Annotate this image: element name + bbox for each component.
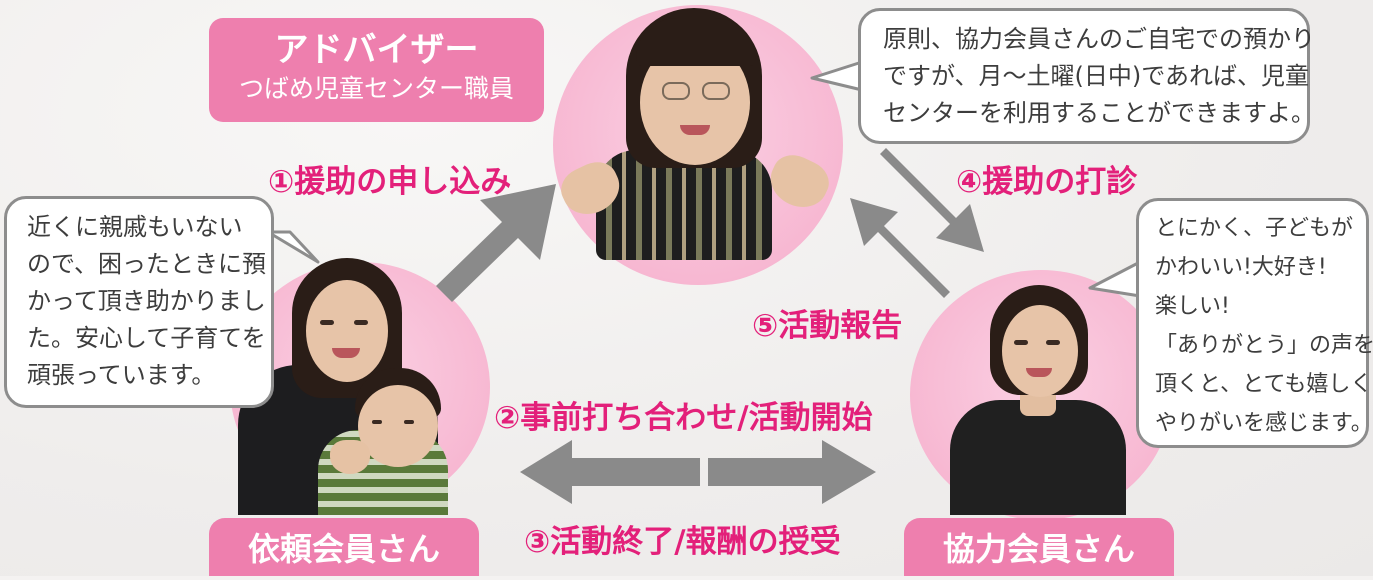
advisor-title: アドバイザー [274,30,479,70]
advisor-bubble-line: センターを利用することができますよ。 [883,99,1315,127]
advisor-bubble: 原則、協力会員さんのご自宅での預かり ですが、月〜土曜(日中)であれば、児童 セ… [858,8,1315,144]
arrow-step1 [436,184,556,302]
advisor-bubble-tail [810,60,864,92]
arrow-right [708,440,876,504]
requester-bubble-tail [266,230,320,264]
arrow-step5 [850,198,966,298]
child-face [358,385,438,467]
requester-bubble-line: た。安心して子育てを [27,324,266,352]
advisor-badge: アドバイザー つばめ児童センター職員 [209,18,544,122]
advisor-bubble-line: 原則、協力会員さんのご自宅での預かり [883,25,1315,53]
helper-bubble-line: とにかく、子どもが [1155,216,1354,241]
requester-bubble-line: かって頂き助かりまし [27,287,266,315]
requester-bubble-line: 近くに親戚もいない [27,213,243,241]
helper-bubble-tail [1088,260,1142,298]
helper-face [1002,305,1078,397]
step1-label: ①援助の申し込み [268,164,512,200]
step4-label: ④援助の打診 [956,164,1138,200]
advisor-subtitle: つばめ児童センター職員 [238,74,514,103]
advisor-bubble-line: ですが、月〜土曜(日中)であれば、児童 [883,62,1310,90]
helper-badge: 協力会員さん [904,518,1174,576]
mother-face [306,280,388,382]
helper-bubble-line: 頂くと、とても嬉しく [1155,372,1373,397]
arrow-step4 [864,148,984,252]
step2-label: ②事前打ち合わせ/活動開始 [494,400,873,436]
requester-bubble-line: 頑張っています。 [27,361,216,389]
helper-bubble-line: 「ありがとう」の声を [1155,333,1373,358]
requester-label: 依頼会員さん [247,530,440,568]
helper-dress [950,400,1126,515]
helper-bubble-line: かわいい!大好き! [1155,255,1327,280]
step5-label: ⑤活動報告 [752,308,903,344]
requester-badge: 依頼会員さん [209,518,479,576]
step3-label: ③活動終了/報酬の授受 [524,524,841,560]
helper-bubble-line: やりがいを感じます。 [1155,411,1373,436]
requester-bubble-line: ので、困ったときに預 [27,250,267,278]
advisor-shirt [596,150,772,260]
helper-bubble: とにかく、子どもが かわいい!大好き! 楽しい! 「ありがとう」の声を 頂くと、… [1136,198,1373,448]
helper-bubble-line: 楽しい! [1155,294,1230,319]
requester-bubble: 近くに親戚もいない ので、困ったときに預 かって頂き助かりまし た。安心して子育… [4,196,274,408]
helper-label: 協力会員さん [942,530,1135,568]
arrow-left [520,440,700,504]
